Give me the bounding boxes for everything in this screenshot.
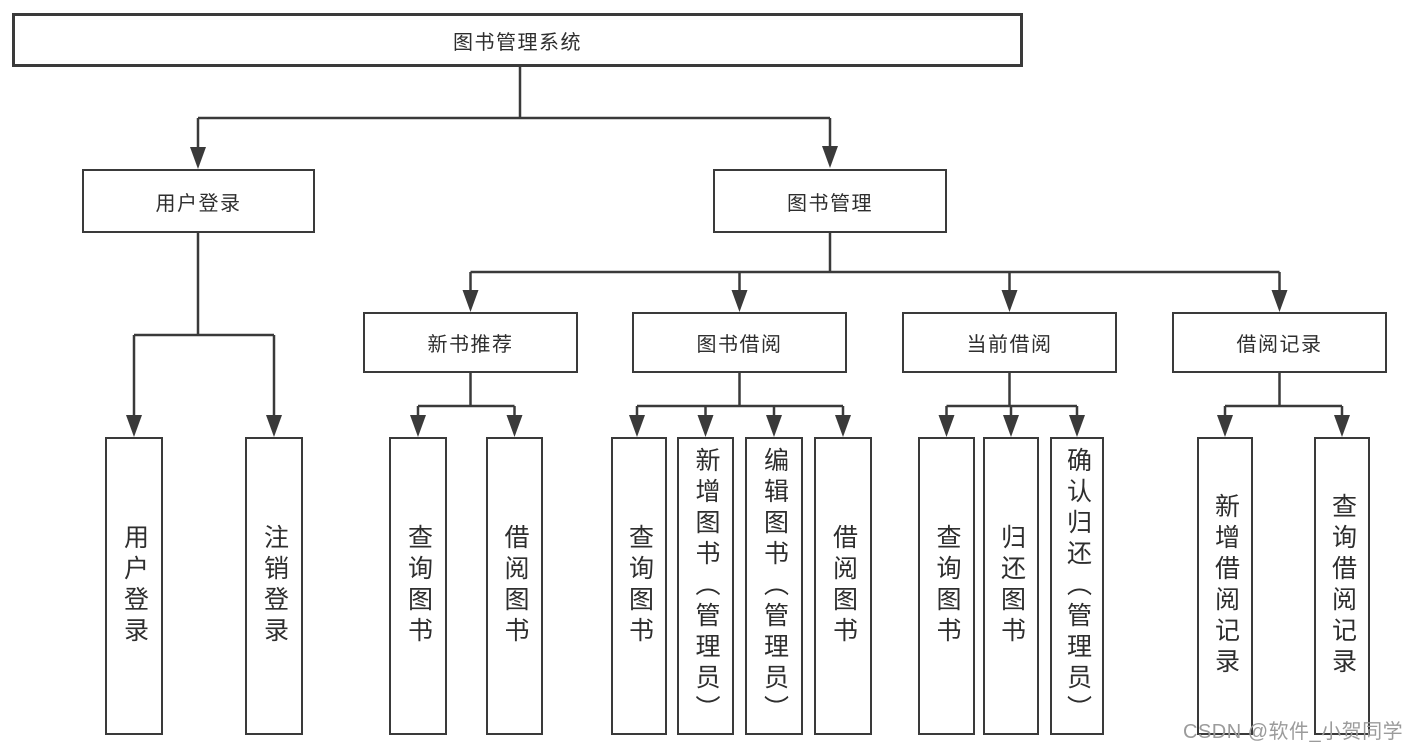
leaf-label: 借阅图书	[829, 524, 858, 648]
node-label: 用户登录	[155, 192, 242, 215]
leaf-label: 查询图书	[404, 524, 433, 648]
node-user-login: 用户登录	[82, 169, 315, 233]
node-label: 图书管理系统	[453, 31, 582, 54]
leaf-label: 借阅图书	[501, 524, 529, 648]
leaf-label: 用户登录	[120, 524, 149, 648]
leaf-query-books-borrowing: 查询图书	[611, 437, 667, 735]
leaf-label: 注销登录	[260, 524, 289, 648]
node-label: 新书推荐	[427, 334, 514, 356]
node-library-management-system: 图书管理系统	[12, 13, 1023, 67]
node-current-borrowing: 当前借阅	[902, 312, 1117, 373]
node-label: 图书借阅	[696, 334, 783, 356]
leaf-label: 确认归还（管理员）	[1063, 446, 1092, 726]
leaf-query-books-recommend: 查询图书	[389, 437, 447, 735]
leaf-label: 查询借阅记录	[1328, 493, 1357, 679]
arrowheads	[126, 146, 1350, 437]
watermark: CSDN @软件_小贺同学	[1183, 721, 1404, 743]
leaf-user-login: 用户登录	[105, 437, 163, 735]
node-new-book-recommendation: 新书推荐	[363, 312, 578, 373]
node-label: 借阅记录	[1236, 334, 1323, 356]
leaf-add-book-admin: 新增图书（管理员）	[677, 437, 734, 735]
leaf-logout: 注销登录	[245, 437, 303, 735]
leaf-label: 新增借阅记录	[1211, 493, 1240, 679]
leaf-label: 编辑图书（管理员）	[760, 446, 789, 726]
leaf-borrow-books: 借阅图书	[814, 437, 872, 735]
leaf-label: 查询图书	[933, 524, 961, 648]
leaf-edit-book-admin: 编辑图书（管理员）	[745, 437, 803, 735]
leaf-query-borrow-record: 查询借阅记录	[1314, 437, 1370, 735]
node-book-management: 图书管理	[713, 169, 947, 233]
leaf-add-borrow-record: 新增借阅记录	[1197, 437, 1253, 735]
leaf-label: 查询图书	[625, 524, 654, 648]
leaf-label: 新增图书（管理员）	[692, 446, 720, 726]
node-borrowing-records: 借阅记录	[1172, 312, 1387, 373]
leaf-return-book: 归还图书	[983, 437, 1039, 735]
leaf-label: 归还图书	[997, 524, 1026, 648]
leaf-borrow-books-recommend: 借阅图书	[486, 437, 543, 735]
leaf-confirm-return-admin: 确认归还（管理员）	[1050, 437, 1104, 735]
leaf-query-books-current: 查询图书	[918, 437, 975, 735]
node-label: 当前借阅	[966, 334, 1053, 356]
node-book-borrowing: 图书借阅	[632, 312, 847, 373]
node-label: 图书管理	[787, 192, 873, 215]
